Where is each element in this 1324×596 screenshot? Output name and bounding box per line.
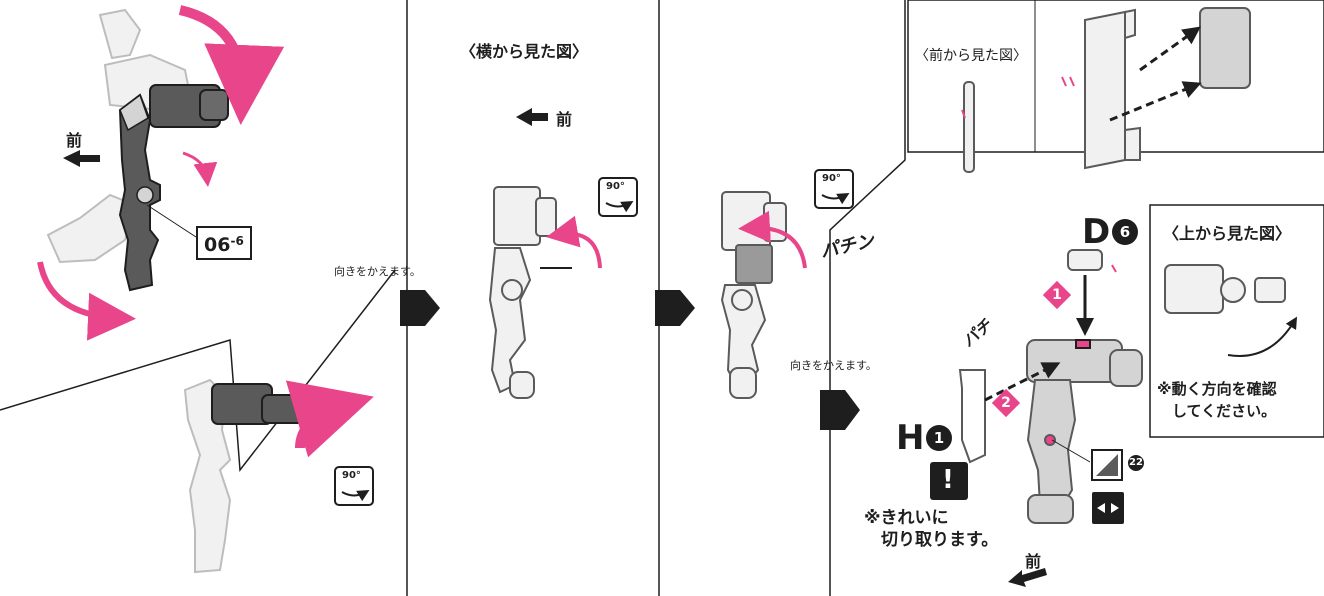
part-h1-piece — [958, 369, 986, 464]
top-view-note: ※動く方向を確認 してください。 — [1157, 380, 1277, 420]
step-2-marker: 2 — [991, 388, 1021, 418]
snap-lines — [961, 76, 1117, 273]
part-d6-piece — [1067, 249, 1103, 271]
sticker-number: 22 — [1128, 455, 1144, 471]
panel1-result-rotate-arrow — [285, 380, 374, 458]
warning-icon — [930, 462, 968, 500]
front-view-title: 〈前から見た図〉 — [915, 48, 1027, 64]
rotate-90-icon — [814, 169, 854, 209]
part-h-letter: H — [896, 418, 926, 458]
panel3-rotate-arrow — [738, 210, 807, 269]
part-number-box: 06-6 — [196, 226, 252, 260]
top-view-swing-arrow — [1227, 316, 1298, 357]
side-view-title: 〈横から見た図〉 — [460, 42, 589, 61]
panel2-front-label: 前 — [556, 110, 573, 129]
panel1-rotate-arrow-small — [182, 151, 218, 187]
turn-text-2: 向きをかえます。 — [790, 359, 877, 372]
panel1-callout-line — [146, 204, 197, 238]
panel4-main-part — [1026, 339, 1143, 524]
part-h1-dashed-arrow — [984, 362, 1061, 402]
rotate-90-icon — [598, 177, 638, 217]
transition-arrow-icon — [820, 390, 860, 430]
part-h-number: 1 — [926, 425, 952, 451]
panel1-rotate-angle: 90° — [342, 470, 361, 481]
panel1-rotate-arrow-top — [178, 5, 285, 125]
turn-text-1: 向きをかえます。 — [334, 265, 421, 278]
panel2-rotate-angle: 90° — [606, 181, 625, 192]
panel2-rotate-arrow — [546, 215, 602, 269]
cut-note: ※きれいに 切り取ります。 — [864, 508, 999, 550]
part-d-number: 6 — [1112, 219, 1138, 245]
front-view-bracket-part — [1084, 7, 1251, 170]
panel2-front-arrow-icon — [516, 108, 548, 126]
step-2-number: 2 — [1001, 395, 1011, 411]
press-fit-icon — [1092, 492, 1124, 524]
transition-arrow-icon — [400, 290, 440, 326]
panel1-front-arrow-icon — [63, 150, 100, 167]
panel2-side-view-part — [488, 186, 557, 399]
panel3-rotate-angle: 90° — [822, 173, 841, 184]
panel3-part — [720, 191, 787, 399]
part-number-main: 06 — [204, 234, 231, 256]
front-view-thin-part — [963, 81, 975, 173]
front-view-dashed-arrow — [1139, 26, 1201, 72]
step-1-number: 1 — [1052, 287, 1062, 303]
panel4-front-arrow-icon — [1008, 568, 1047, 587]
panel1-front-label: 前 — [66, 131, 83, 150]
rotate-90-icon — [334, 466, 374, 506]
top-view-title: 〈上から見た図〉 — [1163, 224, 1292, 243]
sticker-icon — [1091, 449, 1123, 481]
panel1-result-part — [183, 378, 305, 574]
warning-symbol: ! — [942, 465, 954, 495]
panel4-front-label: 前 — [1025, 552, 1042, 571]
part-d-letter: D — [1082, 212, 1112, 252]
panel1-rotate-arrow-bottom — [37, 261, 136, 341]
front-view-dashed-arrow — [1109, 81, 1202, 122]
step-1-marker: 1 — [1042, 280, 1072, 310]
panel1-main-part — [118, 84, 229, 292]
transition-arrow-icon — [655, 290, 695, 326]
part-number-sub: 6 — [235, 234, 244, 248]
top-view-part — [1164, 264, 1286, 314]
